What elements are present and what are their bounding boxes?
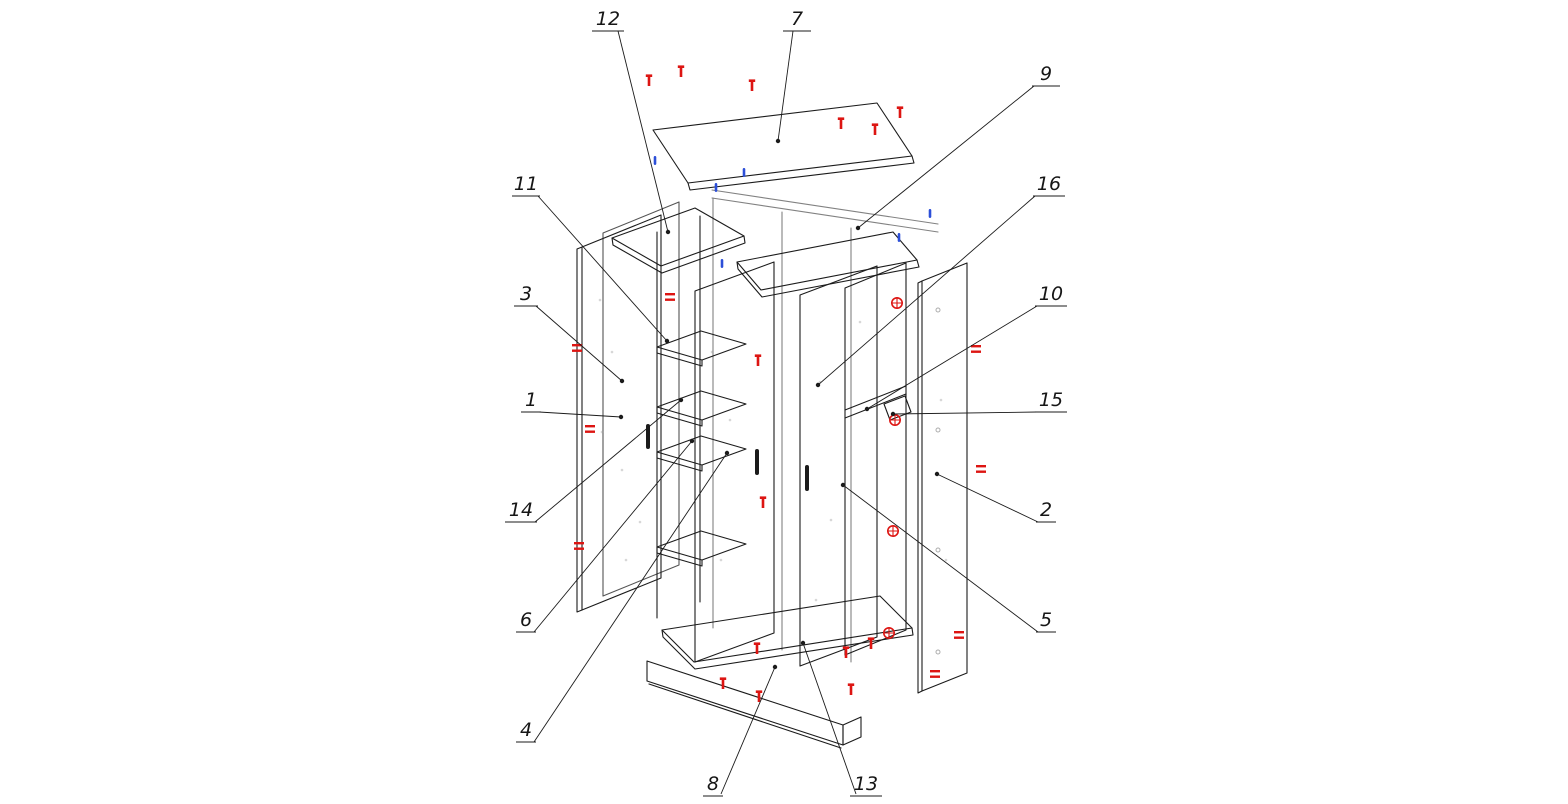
confirmat-pair-icon — [585, 425, 595, 433]
callout-part-8: 8 — [703, 664, 778, 797]
cam-lock-icon — [888, 413, 902, 427]
screw-icon — [837, 117, 845, 129]
screw-icon — [896, 106, 904, 118]
cam-lock-icon — [882, 626, 896, 640]
part-number: 5 — [1040, 609, 1052, 631]
part-number: 16 — [1037, 173, 1061, 195]
dowel-icon — [714, 183, 718, 192]
part-number: 6 — [520, 609, 532, 631]
part-shelf-column — [656, 215, 747, 619]
door-handle-middle — [755, 449, 759, 475]
part-number: 3 — [520, 283, 532, 305]
panel-texture-dots — [598, 298, 948, 602]
screw-icon — [847, 683, 855, 695]
part-number: 13 — [854, 773, 878, 795]
screw-icon — [754, 354, 762, 366]
part-upper-shelf-left — [611, 207, 746, 274]
screw-icon — [759, 496, 767, 508]
callout-part-13: 13 — [800, 640, 882, 797]
dowel-icon — [653, 156, 657, 165]
part-number: 1 — [525, 389, 537, 411]
callout-part-10: 10 — [864, 283, 1067, 412]
screw-icon — [842, 646, 850, 658]
callout-part-1: 1 — [521, 389, 624, 420]
confirmat-pair-icon — [954, 631, 964, 639]
callout-part-14: 14 — [505, 397, 684, 523]
confirmat-pair-icon — [930, 670, 940, 678]
cam-lock-icon — [890, 296, 904, 310]
callout-part-9: 9 — [855, 63, 1060, 231]
fastener-symbols — [572, 65, 986, 702]
dowel-icon — [742, 168, 746, 177]
dowel-icon — [928, 209, 932, 218]
part-middle-door — [694, 261, 775, 663]
confirmat-pair-icon — [976, 465, 986, 473]
part-plinth — [646, 660, 862, 749]
part-number: 10 — [1039, 283, 1063, 305]
part-bottom-panel — [661, 595, 914, 670]
part-number: 11 — [514, 173, 538, 195]
screw-icon — [645, 74, 653, 86]
part-callouts: 12 7 9 16 — [505, 8, 1067, 797]
callout-part-15: 15 — [890, 389, 1067, 417]
part-number: 8 — [707, 773, 719, 795]
callout-part-3: 3 — [514, 283, 625, 384]
part-number: 9 — [1040, 63, 1052, 85]
callout-part-7: 7 — [775, 8, 811, 144]
callout-part-16: 16 — [815, 173, 1065, 388]
cam-lock-icon — [886, 524, 900, 538]
part-top-panel — [652, 102, 915, 191]
part-left-side-panel — [576, 214, 662, 613]
part-right-partition — [844, 262, 907, 656]
part-bracket — [883, 395, 912, 421]
screw-icon — [871, 123, 879, 135]
door-handle-right — [805, 465, 809, 491]
callout-part-6: 6 — [516, 438, 695, 633]
callout-part-5: 5 — [840, 482, 1056, 633]
part-left-door — [602, 201, 680, 597]
screw-icon — [677, 65, 685, 77]
confirmat-pair-icon — [665, 293, 675, 301]
callout-part-4: 4 — [516, 450, 730, 743]
door-handle-left — [646, 424, 650, 449]
confirmat-pair-icon — [971, 345, 981, 353]
dowel-icon — [897, 233, 901, 242]
part-number: 2 — [1040, 499, 1052, 521]
part-right-top-shelf — [736, 231, 920, 298]
callout-part-11: 11 — [512, 173, 670, 344]
part-number: 14 — [509, 499, 533, 521]
callout-part-12: 12 — [592, 8, 671, 235]
wardrobe-exploded-drawing — [576, 102, 968, 749]
part-number: 7 — [791, 8, 803, 30]
screw-symbols-red — [572, 65, 986, 702]
screw-icon — [748, 79, 756, 91]
screw-icon — [719, 677, 727, 689]
dowel-icon — [720, 259, 724, 268]
part-number: 4 — [520, 719, 532, 741]
part-right-door — [799, 265, 878, 667]
part-number: 12 — [596, 8, 620, 30]
part-back-panels — [711, 189, 939, 663]
part-number: 15 — [1039, 389, 1063, 411]
callout-part-2: 2 — [934, 471, 1056, 523]
cam-lock-symbols — [882, 296, 904, 640]
part-right-side-panel — [917, 262, 968, 694]
